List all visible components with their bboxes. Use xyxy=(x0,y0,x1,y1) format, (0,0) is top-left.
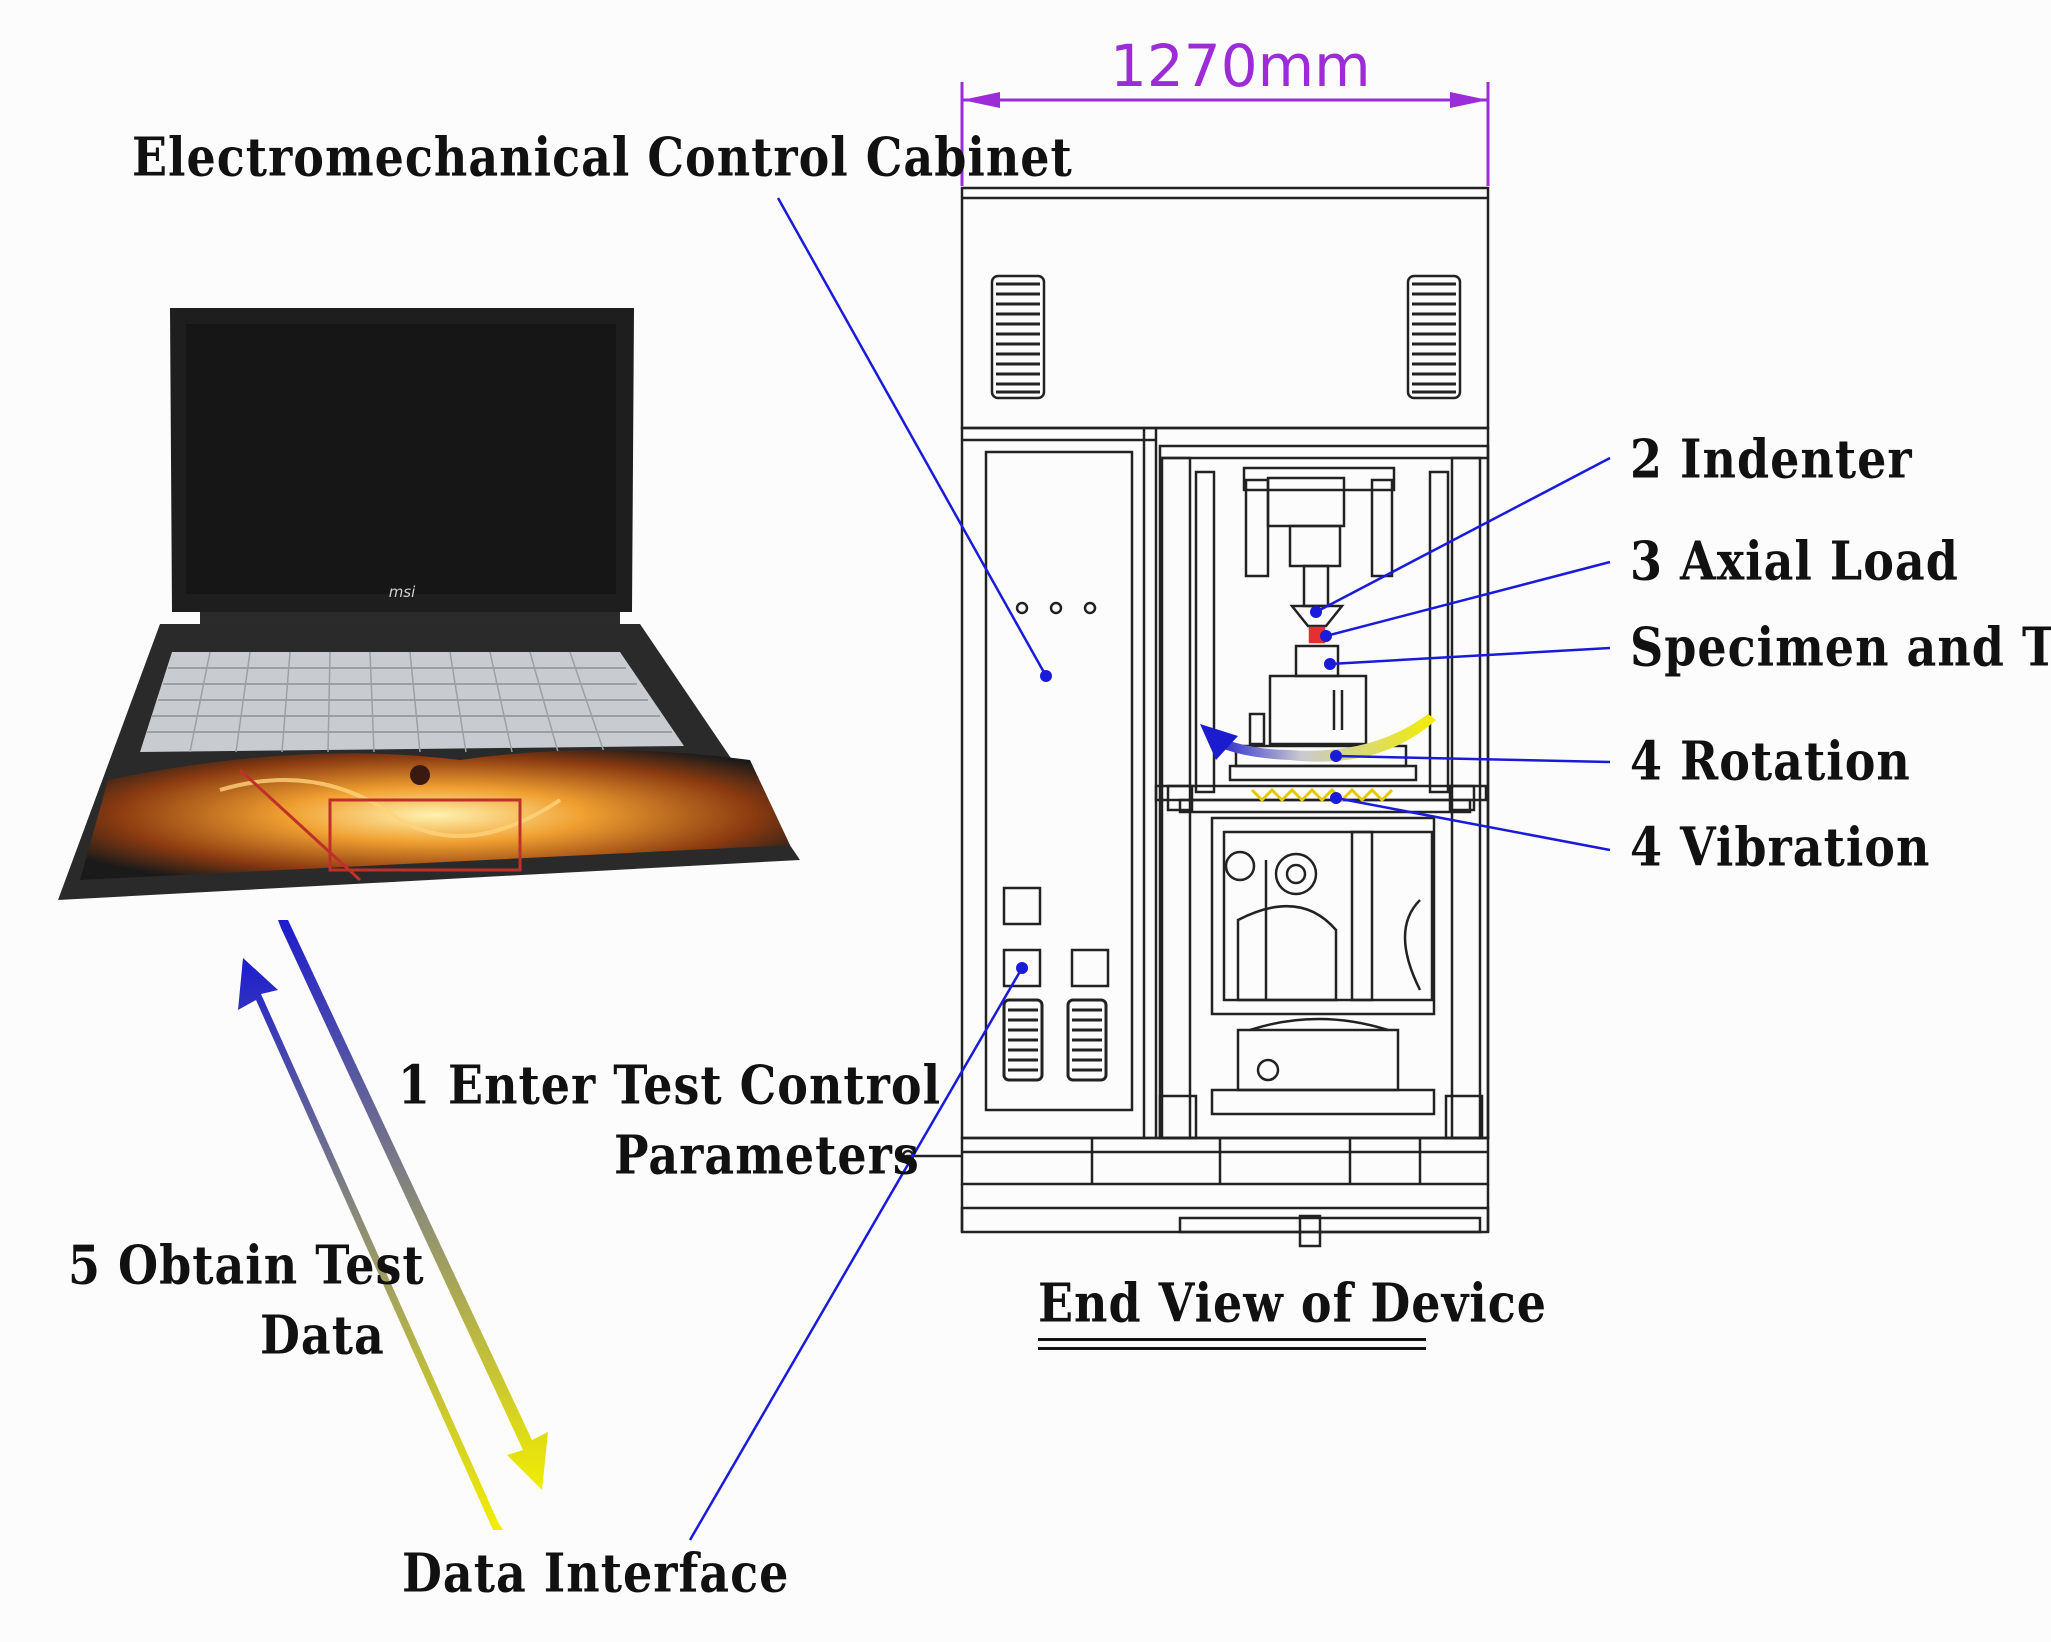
label-enter-params-1: 1 Enter Test Control xyxy=(398,1054,942,1117)
label-indenter: 2 Indenter xyxy=(1630,428,1913,491)
laptop-brand-logo: msi xyxy=(389,583,416,601)
width-dimension xyxy=(960,82,1490,186)
enter-params-arrow xyxy=(278,920,548,1490)
label-obtain-data-1: 5 Obtain Test xyxy=(68,1234,425,1297)
label-data-interface: Data Interface xyxy=(402,1542,790,1605)
title-underline xyxy=(1038,1338,1426,1350)
device-view-title: End View of Device xyxy=(1038,1272,1548,1335)
label-enter-params-2: Parameters xyxy=(614,1124,920,1187)
label-specimen: Specimen and Tube xyxy=(1630,616,2051,679)
label-rotation: 4 Rotation xyxy=(1630,730,1911,793)
vibration-indicator xyxy=(1250,787,1394,803)
dimension-label: 1270mm xyxy=(1110,32,1371,100)
laptop-photo: msi xyxy=(58,308,800,900)
label-vibration: 4 Vibration xyxy=(1630,816,1931,879)
obtain-data-arrow xyxy=(238,958,503,1530)
vent-right-top xyxy=(1406,274,1462,400)
vent-left-top xyxy=(990,274,1046,400)
rotation-indicator xyxy=(1200,714,1436,762)
label-cabinet: Electromechanical Control Cabinet xyxy=(132,126,1073,189)
device-end-view xyxy=(901,186,1490,1248)
label-obtain-data-2: Data xyxy=(260,1304,385,1367)
data-flow-arrows xyxy=(238,920,548,1530)
label-axial-load: 3 Axial Load xyxy=(1630,530,1959,593)
leader-lines xyxy=(688,197,1611,1541)
